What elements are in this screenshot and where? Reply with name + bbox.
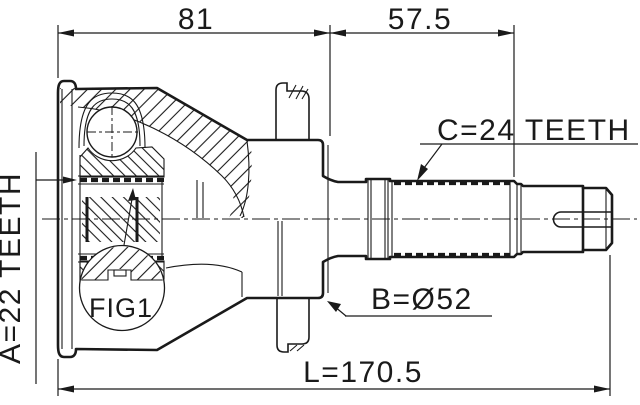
rim-face-lines <box>61 89 73 349</box>
cage-arc <box>83 98 141 147</box>
dust-shield-clip-bottom <box>276 298 310 353</box>
spline-c-label: C=24 TEETH <box>437 114 631 147</box>
wall-inner-edge-top <box>239 140 250 217</box>
dust-shield-clip-top <box>275 82 310 140</box>
shaft-end-cap <box>552 186 614 252</box>
cotter-slot-end <box>552 211 562 228</box>
label-spline-a: A=22 TEETH <box>0 152 77 384</box>
bell-back-exterior-lines <box>165 221 283 297</box>
ball-and-cage-top <box>78 92 146 159</box>
spline-a-label: A=22 TEETH <box>0 172 27 364</box>
dimension-57-5: 57.5 <box>330 3 515 177</box>
spline-bore-interior <box>79 155 204 283</box>
label-spline-c: C=24 TEETH <box>417 114 638 181</box>
fig1-label: FIG1 <box>89 293 153 323</box>
dimension-81: 81 <box>57 3 331 136</box>
label-diameter-b: B=Ø52 <box>327 283 492 317</box>
outer-race-outline <box>56 79 585 359</box>
inner-race-top <box>78 146 165 185</box>
dimension-overall-length: L=170.5 <box>57 255 611 396</box>
outer-track-arc <box>78 92 146 149</box>
dim-57-5-label: 57.5 <box>388 3 452 36</box>
dim-length-label: L=170.5 <box>303 356 423 389</box>
fig1-leader-arrow <box>128 188 136 201</box>
shaft-splines <box>394 180 510 258</box>
shaft-detail-lines <box>327 145 607 293</box>
dim-81-label: 81 <box>178 3 214 36</box>
fig1-detail-balloon: FIG1 <box>78 188 166 332</box>
diameter-b-label: B=Ø52 <box>371 283 473 316</box>
